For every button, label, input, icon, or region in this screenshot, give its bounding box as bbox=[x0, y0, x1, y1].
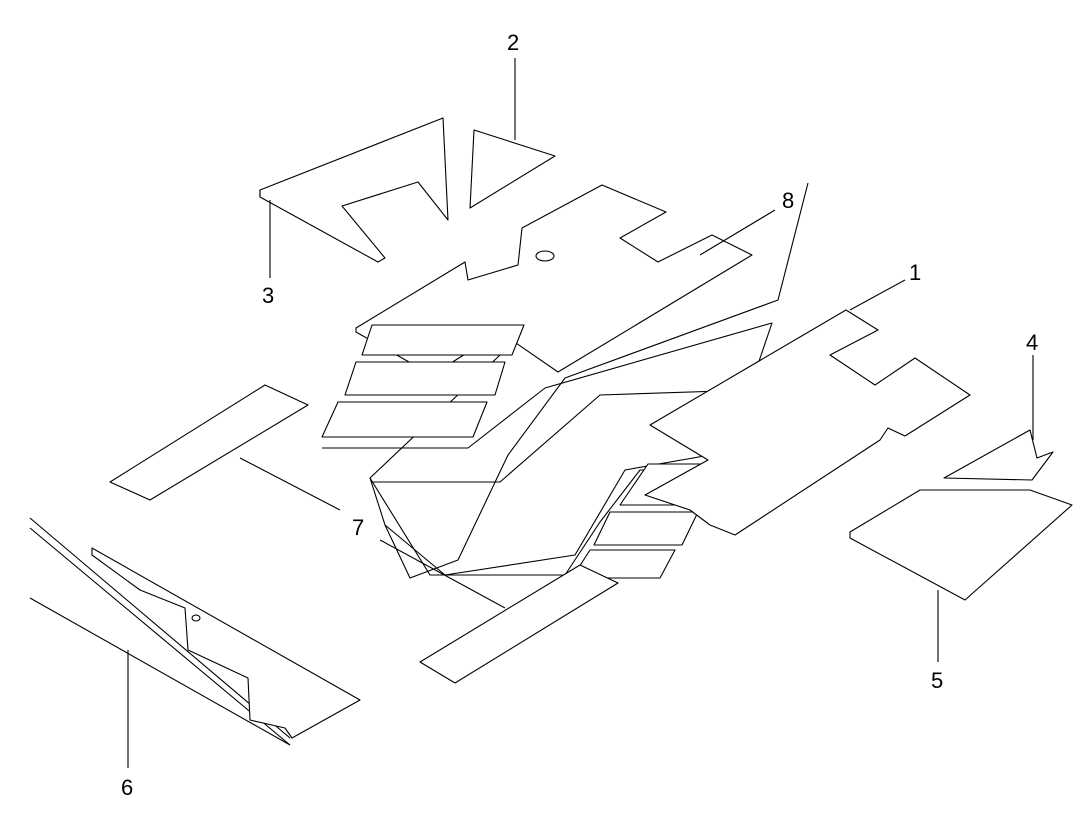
part-7-bar-bottom bbox=[419, 564, 619, 684]
mat-strips-left bbox=[321, 324, 525, 438]
callout-1: 1 bbox=[909, 260, 921, 285]
callout-2: 2 bbox=[507, 30, 519, 55]
leader-lines bbox=[127, 58, 1034, 768]
part-1-floor-mat bbox=[644, 309, 971, 536]
leader-8 bbox=[699, 209, 776, 256]
callout-8: 8 bbox=[782, 188, 794, 213]
part-4-piece bbox=[943, 429, 1054, 481]
leader-7b bbox=[379, 539, 506, 609]
leader-1 bbox=[849, 279, 906, 311]
part-3-mat bbox=[259, 117, 449, 263]
callout-4: 4 bbox=[1026, 330, 1038, 355]
callout-3: 3 bbox=[262, 283, 274, 308]
part-2-triangle bbox=[469, 129, 556, 209]
part-5-panel bbox=[849, 489, 1073, 601]
callout-7: 7 bbox=[352, 515, 364, 540]
leader-7a bbox=[239, 457, 341, 511]
callout-5: 5 bbox=[931, 668, 943, 693]
part-6-rail bbox=[29, 517, 361, 746]
callout-6: 6 bbox=[121, 775, 133, 800]
part-7-bar-left bbox=[109, 384, 309, 501]
callout-labels: 1 2 3 4 5 6 7 8 bbox=[121, 30, 1038, 800]
